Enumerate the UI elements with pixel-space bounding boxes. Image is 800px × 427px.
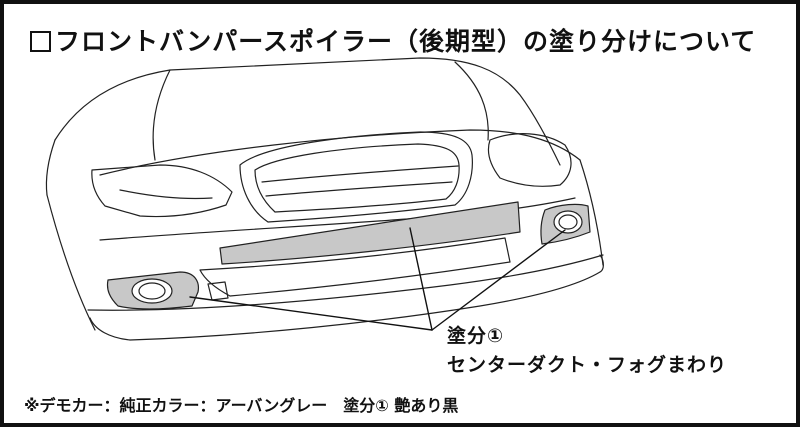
grille-inner (254, 143, 460, 213)
hood-outline (54, 57, 561, 166)
left-headlight (91, 164, 233, 218)
leader-line-left-fog (189, 296, 433, 331)
right-fog-lamp-inner (558, 214, 578, 230)
leader-line-right-fog (431, 229, 566, 331)
right-fog-lamp (553, 210, 583, 234)
left-fog-lamp (131, 278, 173, 304)
lip-spoiler-edge (599, 254, 604, 273)
left-fog-lamp-inner (138, 282, 166, 300)
diagram-title: フロントバンパースポイラー（後期型）の塗り分けについて (30, 22, 756, 58)
bumper-right-side (579, 159, 604, 266)
checkbox-square-icon (30, 31, 51, 52)
lower-grille (199, 237, 511, 297)
lip-spoiler-top (87, 254, 604, 311)
title-text: フロントバンパースポイラー（後期型）の塗り分けについて (55, 27, 757, 56)
windshield-left (45, 139, 56, 196)
grille-outer (239, 131, 473, 223)
hood-front-edge (99, 129, 581, 176)
paint-callout: 塗分① センターダクト・フォグまわり (447, 322, 727, 380)
leader-line-center-duct (409, 227, 433, 331)
callout-paint-label: 塗分① (447, 325, 505, 347)
right-headlight (487, 133, 572, 187)
hood-crease-left (152, 69, 171, 161)
bumper-upper-line (99, 197, 576, 241)
left-headlight-inner (119, 189, 213, 200)
grille-bar-2 (265, 181, 453, 197)
hood-crease-right (454, 61, 489, 141)
bumper-left-side (46, 194, 96, 331)
footnote: ※デモカー：純正カラー：アーバングレー 塗分① 艶あり黒 (24, 396, 459, 415)
left-fog-small-duct (207, 281, 229, 301)
lip-spoiler-front (89, 271, 601, 341)
grille-bar-1 (261, 165, 459, 183)
center-duct-painted (219, 201, 521, 265)
callout-parts-label: センターダクト・フォグまわり (447, 354, 728, 376)
